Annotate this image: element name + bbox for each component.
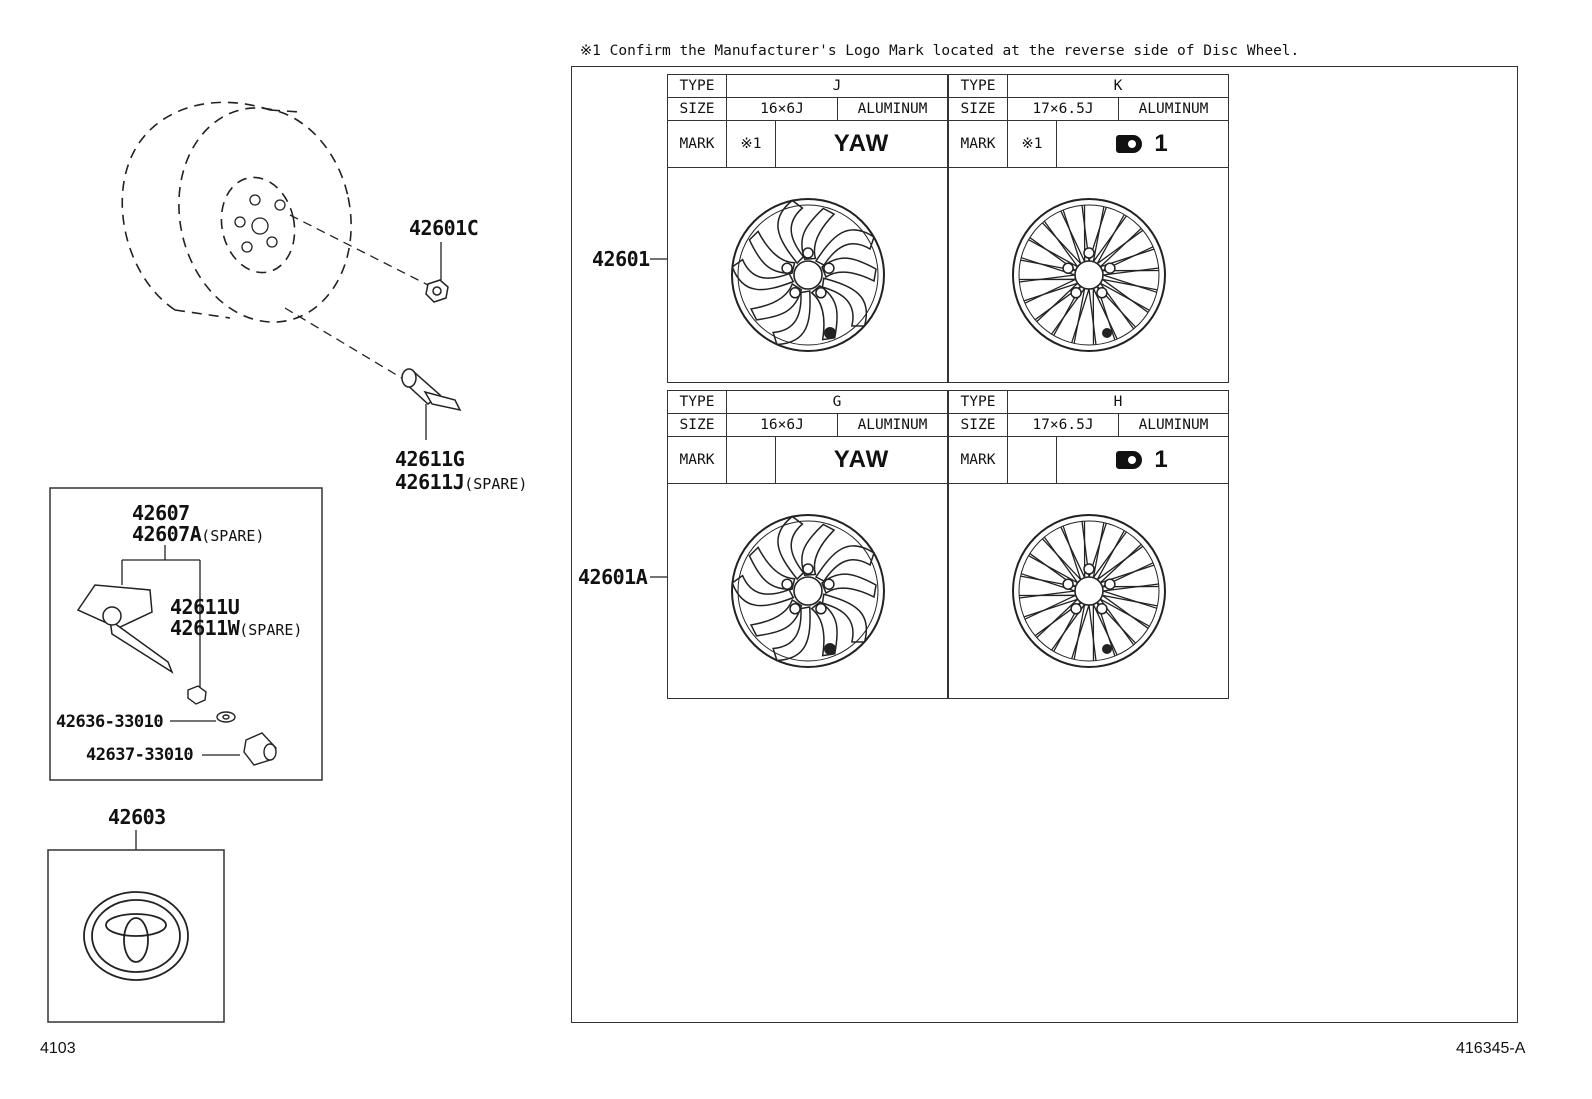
tpms-sensor-icon [76, 584, 174, 674]
tire-face [178, 107, 352, 323]
ornament-part-number: 42603 [108, 805, 166, 829]
size-label: SIZE [667, 97, 727, 121]
valve-part-number: 42611G [395, 447, 465, 471]
toyota-emblem-icon [83, 891, 189, 981]
wheel-mark-value: YAW [775, 120, 948, 168]
wheel-row2-part-number: 42601A [578, 565, 648, 589]
sensor-valve-spare-label: 42611W(SPARE) [170, 616, 302, 640]
type-label: TYPE [948, 74, 1008, 98]
mark-label: MARK [948, 120, 1008, 168]
sensor-valve-spare-tag: (SPARE) [239, 621, 303, 639]
sensor-spare-tag: (SPARE) [201, 527, 265, 545]
logo-hole [1128, 456, 1137, 464]
size-label: SIZE [948, 413, 1008, 437]
wheel-mark-text: 1 [1154, 446, 1169, 473]
wheel-type-value: K [1007, 74, 1229, 98]
wheel-row1-part-number: 42601 [592, 247, 650, 271]
disc-wheel-panel [571, 66, 1518, 1023]
wheel-illustration-cell [948, 167, 1229, 383]
valve-cap-icon [243, 732, 277, 766]
hub-nut-icon [425, 279, 449, 303]
blade-wheel-icon [730, 514, 885, 668]
valve-spare-part-number: 42611J [395, 470, 465, 494]
wheel-material-value: ALUMINUM [837, 413, 948, 437]
wheel-exploded-diagram [47, 101, 462, 1023]
wheel-mark-value: 1 [1056, 120, 1229, 168]
wheel-mark-text: 1 [1154, 130, 1169, 157]
manufacturer-logo-icon [1116, 451, 1143, 469]
valve-spare-tag: (SPARE) [464, 475, 528, 493]
wheel-material-value: ALUMINUM [1118, 97, 1229, 121]
type-label: TYPE [948, 390, 1008, 414]
footer-right-code: 416345-A [1456, 1040, 1526, 1057]
valve-spare-label: 42611J(SPARE) [395, 470, 527, 494]
tire-outline-back [121, 101, 271, 311]
mark-note [1007, 436, 1057, 484]
multispoke-wheel-icon [1011, 198, 1166, 352]
multispoke-wheel-icon [1011, 514, 1166, 668]
sensor-spare-label: 42607A(SPARE) [132, 522, 264, 546]
wheel-type-value: J [726, 74, 948, 98]
wheel-size-value: 16×6J [726, 413, 838, 437]
sensor-spare-part-number: 42607A [132, 522, 202, 546]
manufacturer-logo-icon [1116, 135, 1143, 153]
wheel-mark-text: YAW [833, 446, 890, 473]
wheel-illustration-cell [667, 167, 948, 383]
wheel-illustration-cell [948, 483, 1229, 699]
wheel-illustration-cell [667, 483, 948, 699]
mark-label: MARK [667, 120, 727, 168]
sensor-box [49, 487, 323, 781]
grommet-icon [216, 711, 236, 723]
mark-label: MARK [667, 436, 727, 484]
sensor-nut-icon [187, 685, 207, 705]
wheel-mark-text: YAW [833, 130, 890, 157]
logo-hole [1128, 140, 1137, 148]
wheel-material-value: ALUMINUM [1118, 413, 1229, 437]
mark-note: ※1 [726, 120, 776, 168]
wheel-row1-leader [650, 258, 668, 260]
sensor-part-number: 42607 [132, 501, 190, 525]
wheel-mark-value: YAW [775, 436, 948, 484]
wheel-size-value: 17×6.5J [1007, 97, 1119, 121]
sensor-valve-part-number: 42611U [170, 595, 240, 619]
mark-note: ※1 [1007, 120, 1057, 168]
wheel-mark-value: 1 [1056, 436, 1229, 484]
ornament-box [47, 849, 225, 1023]
cap-part-number: 42637-33010 [86, 745, 194, 765]
wheel-row2-leader [650, 576, 668, 578]
valve-stem-icon [401, 368, 462, 412]
mark-note [726, 436, 776, 484]
blade-wheel-icon [730, 198, 885, 352]
wheel-size-value: 16×6J [726, 97, 838, 121]
wheel-type-value: G [726, 390, 948, 414]
wheel-material-value: ALUMINUM [837, 97, 948, 121]
wheel-type-value: H [1007, 390, 1229, 414]
mark-label: MARK [948, 436, 1008, 484]
type-label: TYPE [667, 74, 727, 98]
size-label: SIZE [667, 413, 727, 437]
hub-ring [220, 176, 296, 274]
size-label: SIZE [948, 97, 1008, 121]
grommet-part-number: 42636-33010 [56, 712, 164, 732]
footer-left-code: 4103 [40, 1040, 76, 1057]
sensor-valve-spare-part-number: 42611W [170, 616, 240, 640]
logo-mark-note: ※1 Confirm the Manufacturer's Logo Mark … [580, 43, 1300, 59]
wheel-size-value: 17×6.5J [1007, 413, 1119, 437]
nut-part-number: 42601C [409, 216, 479, 240]
type-label: TYPE [667, 390, 727, 414]
